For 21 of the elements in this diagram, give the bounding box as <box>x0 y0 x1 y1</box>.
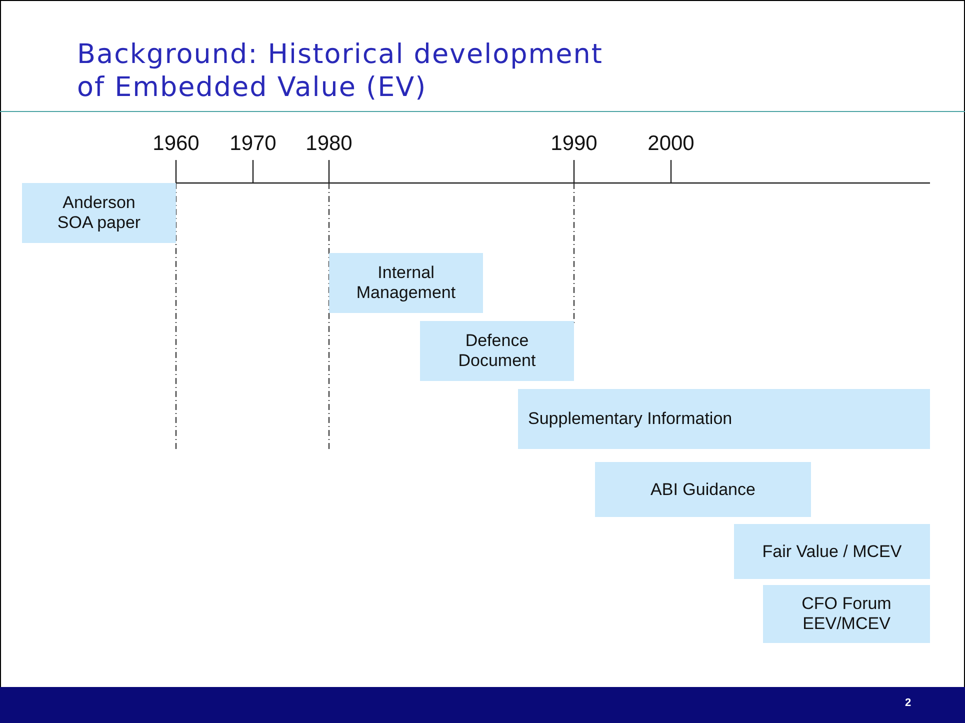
timeline-bar <box>329 253 483 313</box>
bar-label: Supplementary Information <box>528 409 732 429</box>
bar-label: Fair Value / MCEV <box>762 542 902 562</box>
timeline-bar <box>734 524 930 579</box>
timeline-bar <box>22 183 176 243</box>
timeline-bar <box>518 389 930 449</box>
year-label: 2000 <box>646 132 696 156</box>
year-label: 1970 <box>228 132 278 156</box>
bar-label: Defence Document <box>457 331 537 371</box>
timeline-bar <box>420 321 574 381</box>
bar-label: Internal Management <box>355 263 457 303</box>
year-label: 1960 <box>152 132 200 156</box>
bar-label: ABI Guidance <box>650 480 756 500</box>
timeline-bar <box>763 585 930 643</box>
bar-label: CFO Forum EEV/MCEV <box>800 594 892 634</box>
year-label: 1990 <box>550 132 598 156</box>
slide-title: Background: Historical development of Embedded Value (EV) <box>77 38 604 104</box>
year-label: 1980 <box>304 132 354 156</box>
page-number: 2 <box>905 697 912 709</box>
timeline-bar <box>595 462 811 517</box>
bar-label: Anderson SOA paper <box>56 193 142 233</box>
